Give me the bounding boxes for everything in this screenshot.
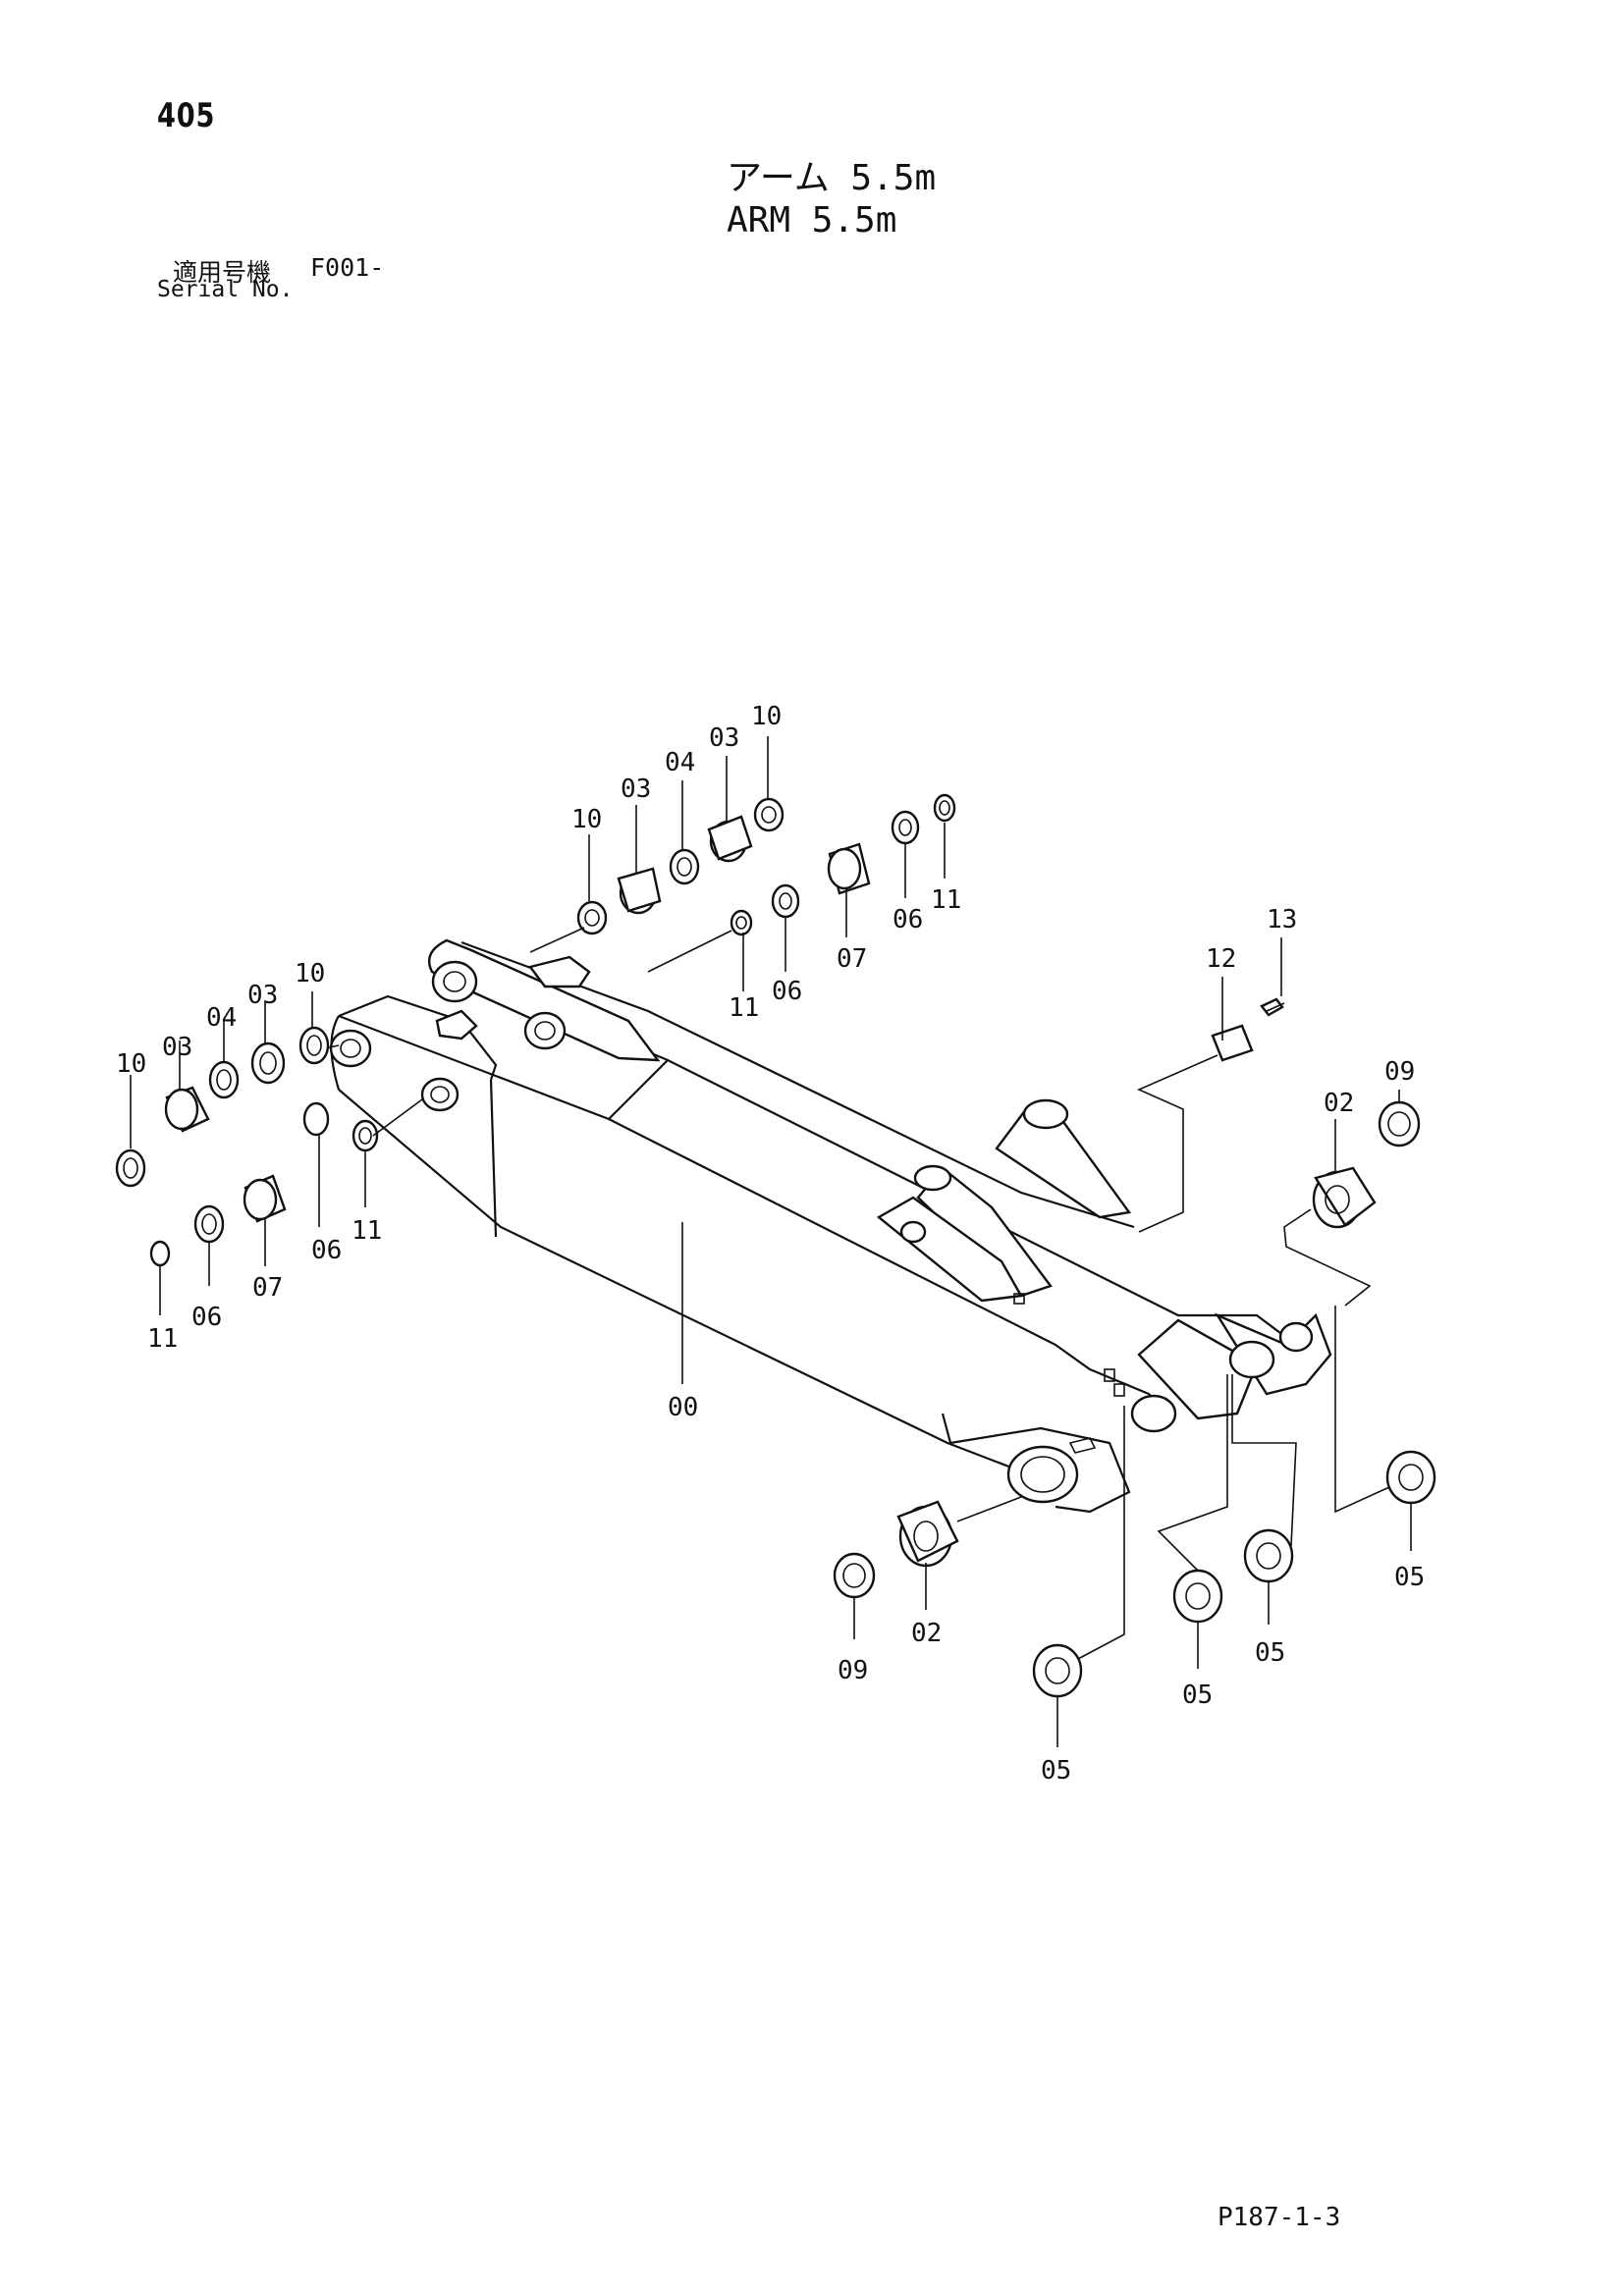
callout-00: 00 xyxy=(668,1393,698,1422)
callout-09-lower: 09 xyxy=(838,1656,868,1685)
callout-10-top-a: 10 xyxy=(571,805,602,834)
callout-12: 12 xyxy=(1206,944,1236,974)
upper-pin-parts xyxy=(529,736,956,991)
callout-05-b: 05 xyxy=(1182,1681,1213,1710)
callout-06-left-a: 06 xyxy=(191,1303,222,1332)
callout-11-top-b: 11 xyxy=(931,885,961,915)
serial-label-japanese: 適用号機 xyxy=(173,258,272,287)
callout-06-left-b: 06 xyxy=(311,1236,342,1265)
callout-11-top-a: 11 xyxy=(729,993,759,1023)
part-callouts: 00 02 02 03 03 03 03 04 04 05 05 05 05 0… xyxy=(116,702,1425,1786)
arm-body xyxy=(329,938,1332,1514)
page-number: 405 xyxy=(157,96,216,135)
callout-06-top-a: 06 xyxy=(772,977,802,1006)
callout-03-left-a: 03 xyxy=(162,1033,192,1062)
callout-05-d: 05 xyxy=(1394,1563,1425,1592)
callout-04-left: 04 xyxy=(206,1003,237,1033)
callout-11-left-b: 11 xyxy=(352,1216,382,1246)
callout-06-top-b: 06 xyxy=(893,905,923,934)
callout-03-top-b: 03 xyxy=(709,723,739,753)
title-japanese: アーム 5.5m xyxy=(727,158,937,198)
callout-10-left-a: 10 xyxy=(116,1049,146,1079)
callout-09-right: 09 xyxy=(1384,1057,1415,1087)
callout-11-left-a: 11 xyxy=(147,1324,178,1354)
serial-number-value: F001- xyxy=(310,253,385,282)
name-plate-and-screw xyxy=(1137,937,1285,1233)
callout-02-right: 02 xyxy=(1324,1089,1354,1118)
serial-label-english: Serial No. xyxy=(157,277,294,302)
callout-02-lower: 02 xyxy=(911,1619,942,1648)
callout-05-c: 05 xyxy=(1255,1638,1285,1668)
callout-10-left-b: 10 xyxy=(295,959,325,988)
left-pin-parts xyxy=(115,991,423,1315)
page-code: P187-1-3 xyxy=(1218,2203,1341,2232)
title-english: ARM 5.5m xyxy=(727,200,897,240)
right-pin-parts xyxy=(681,1090,1436,1747)
callout-03-left-b: 03 xyxy=(247,981,278,1010)
callout-03-top-a: 03 xyxy=(621,774,651,804)
callout-05-a: 05 xyxy=(1041,1756,1071,1786)
callout-04-top: 04 xyxy=(665,748,695,777)
callout-13: 13 xyxy=(1267,905,1297,934)
callout-10-top-b: 10 xyxy=(751,702,782,731)
callout-07-left: 07 xyxy=(252,1273,283,1303)
callout-07-top: 07 xyxy=(837,944,867,974)
